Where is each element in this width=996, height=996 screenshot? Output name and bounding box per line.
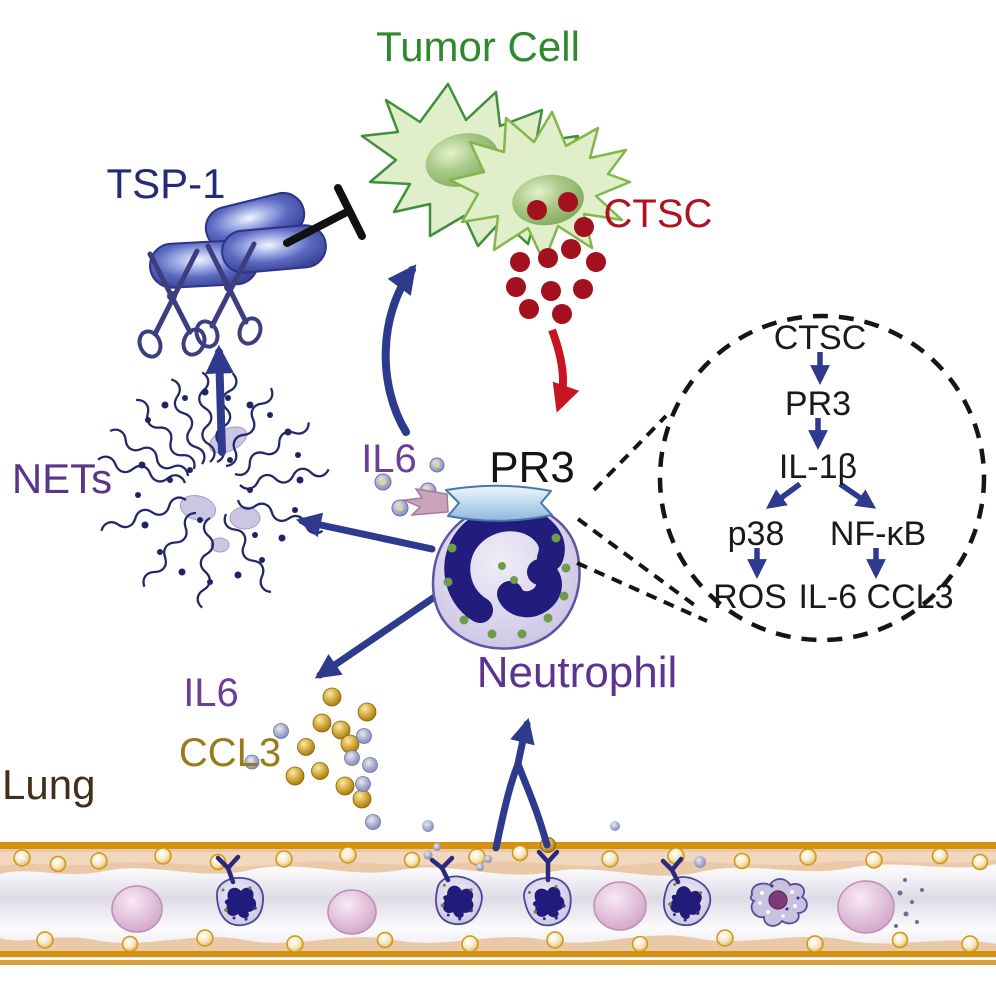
debris-specks xyxy=(894,878,924,928)
apoptotic-nucleus xyxy=(768,890,788,910)
vessel-neutrophil-4 xyxy=(655,856,718,934)
label-lung: Lung xyxy=(2,761,95,808)
arrow-neutrophil-to-cytokines xyxy=(314,592,440,679)
inset-circle xyxy=(657,313,987,643)
receptor-y-icon xyxy=(660,856,684,885)
pr3-membrane xyxy=(445,484,553,522)
tsp1-complex xyxy=(137,191,327,359)
inset-node-p38: p38 xyxy=(728,515,785,553)
vessel-wall-bottom-line xyxy=(0,951,996,957)
apoptotic-vacuoles xyxy=(758,890,797,918)
arrow-neutrophil-to-nets xyxy=(295,512,436,553)
neutrophil-cell xyxy=(401,484,581,650)
arrow-vessel-to-neutrophil xyxy=(510,717,535,768)
inset-callout xyxy=(576,313,987,643)
label-il6-upper: IL6 xyxy=(361,437,417,481)
il6-gray-dots xyxy=(244,723,381,830)
ligand-dot xyxy=(433,843,441,851)
callout-line-upper xyxy=(592,414,668,492)
receptor-y-icon xyxy=(429,855,455,883)
arrow-vessel-fork-left xyxy=(492,760,522,852)
inset-node-ctsc: CTSC xyxy=(774,319,867,357)
arrow-il6-to-tumor xyxy=(381,264,417,436)
label-ctsc: CTSC xyxy=(604,192,713,236)
inset-arrows xyxy=(747,352,886,579)
ctsc-dots xyxy=(506,192,606,324)
arrow-vessel-fork-right xyxy=(514,760,551,849)
apoptotic-cell xyxy=(749,878,808,927)
endothelium-pearls xyxy=(13,844,989,953)
arrow-nets-to-tsp1 xyxy=(205,344,235,456)
ligand-dot xyxy=(423,850,433,860)
label-pr3: PR3 xyxy=(489,443,575,492)
red-pink-cells xyxy=(111,880,895,935)
inset-pathway: CTSC PR3 IL-1β p38 NF-κB ROS IL-6 CCL3 xyxy=(713,319,953,616)
inset-node-pr3: PR3 xyxy=(785,385,851,423)
ccl3-gold-dots xyxy=(285,687,377,809)
vessel-wall-bottom-line-2 xyxy=(0,960,996,965)
callout-line-mid xyxy=(576,517,699,609)
scissors-icon xyxy=(194,241,263,349)
receptor-y-icon xyxy=(536,849,560,883)
tumor-cells xyxy=(360,82,632,264)
inhibition-bar-icon xyxy=(283,184,366,247)
inset-node-il6-ccl3: IL-6 CCL3 xyxy=(799,578,954,616)
arrow-ctsc-to-neutrophil xyxy=(548,328,580,413)
cytokine-dots-lower xyxy=(244,687,381,830)
inset-node-ros: ROS xyxy=(713,578,787,616)
vessel-neutrophil-1 xyxy=(215,854,264,927)
label-tumor-cell: Tumor Cell xyxy=(376,23,580,70)
label-ccl3: CCL3 xyxy=(179,731,281,775)
pr3-release-arrow xyxy=(401,487,449,516)
vessel-neutrophil-2 xyxy=(423,843,488,931)
nets-structure xyxy=(95,370,331,610)
inset-node-nfkb: NF-κB xyxy=(830,515,926,553)
label-il6-lower: IL6 xyxy=(183,671,239,715)
neutrophil-granules xyxy=(443,512,571,639)
apoptotic-specks xyxy=(770,884,800,911)
label-tsp1: TSP-1 xyxy=(106,160,225,207)
receptor-y-icon xyxy=(215,854,241,885)
dna-helix-strands xyxy=(95,370,331,610)
free-particles xyxy=(422,820,706,871)
inset-node-il1b: IL-1β xyxy=(779,448,857,486)
label-nets: NETs xyxy=(12,455,112,502)
net-protein-dots xyxy=(135,388,304,585)
callout-line-lower xyxy=(576,561,708,623)
flow-arrows xyxy=(205,264,551,852)
label-neutrophil: Neutrophil xyxy=(477,648,678,697)
